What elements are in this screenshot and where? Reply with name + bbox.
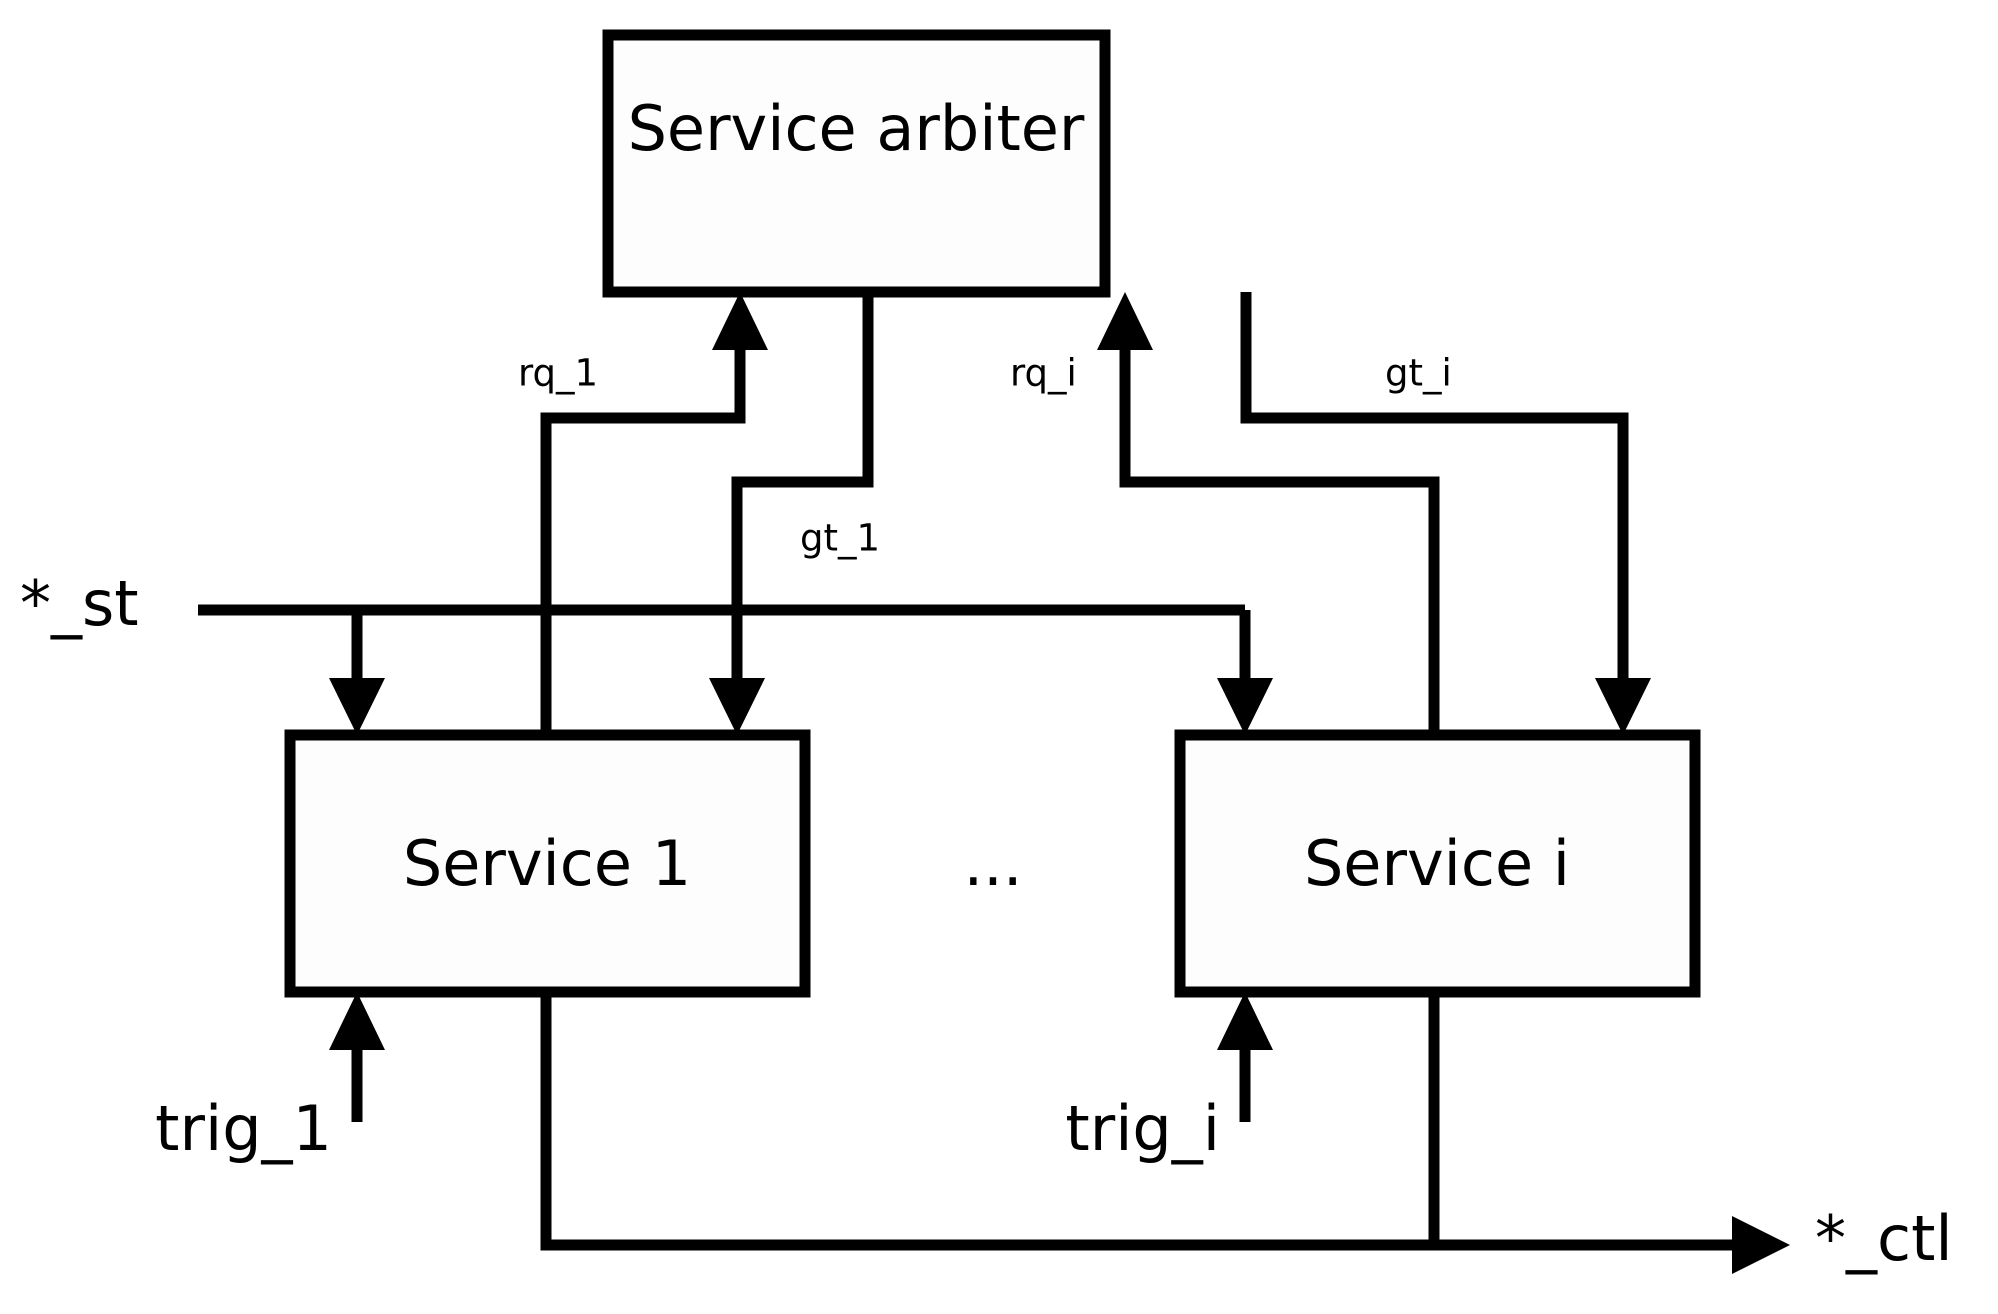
service-1-label: Service 1 [403, 827, 691, 900]
signal-wire-gt-1 [709, 292, 874, 735]
signal-wire-st-bus [198, 604, 1273, 735]
service-i-label: Service i [1304, 827, 1570, 900]
service-1-rect[interactable] [284, 729, 811, 998]
signal-wire-trig-1 [329, 992, 385, 1122]
services-ellipsis: ... [963, 827, 1022, 900]
signal-label-ctl-bus: *_ctl [1815, 1202, 1953, 1275]
signal-wire-gt-i [1240, 292, 1651, 735]
gt-1-arrowhead [709, 678, 765, 735]
block-service-arbiter[interactable]: Service arbiter [602, 29, 1111, 298]
trig-i-arrowhead [1217, 992, 1273, 1050]
rq-i-arrowhead [1097, 292, 1153, 350]
signal-label-trig-i: trig_i [1065, 1092, 1220, 1165]
service-arbiter-rect[interactable] [602, 29, 1111, 298]
signal-label-rq-1: rq_1 [518, 352, 598, 395]
signal-label-rq-i: rq_i [1010, 352, 1077, 395]
signal-wire-ctl-bus [540, 992, 1790, 1274]
gt-i-arrowhead [1595, 678, 1651, 735]
block-service-1[interactable]: Service 1 [284, 729, 811, 998]
st-service-1-arrowhead [329, 678, 385, 735]
signal-label-gt-i: gt_i [1385, 352, 1452, 395]
signal-wire-rq-1 [540, 292, 768, 735]
service-i-rect[interactable] [1174, 729, 1701, 998]
signal-label-trig-1: trig_1 [155, 1092, 332, 1165]
signal-label-st-bus: *_st [20, 567, 139, 640]
signal-wire-rq-i [1097, 292, 1440, 735]
trig-1-arrowhead [329, 992, 385, 1050]
block-service-i[interactable]: Service i [1174, 729, 1701, 998]
rq-1-arrowhead [712, 292, 768, 350]
ctl-arrowhead [1732, 1216, 1790, 1274]
st-service-i-arrowhead [1217, 678, 1273, 735]
signal-label-gt-1: gt_1 [800, 517, 880, 560]
signal-wire-trig-i [1217, 992, 1273, 1122]
service-arbiter-label: Service arbiter [628, 92, 1085, 165]
